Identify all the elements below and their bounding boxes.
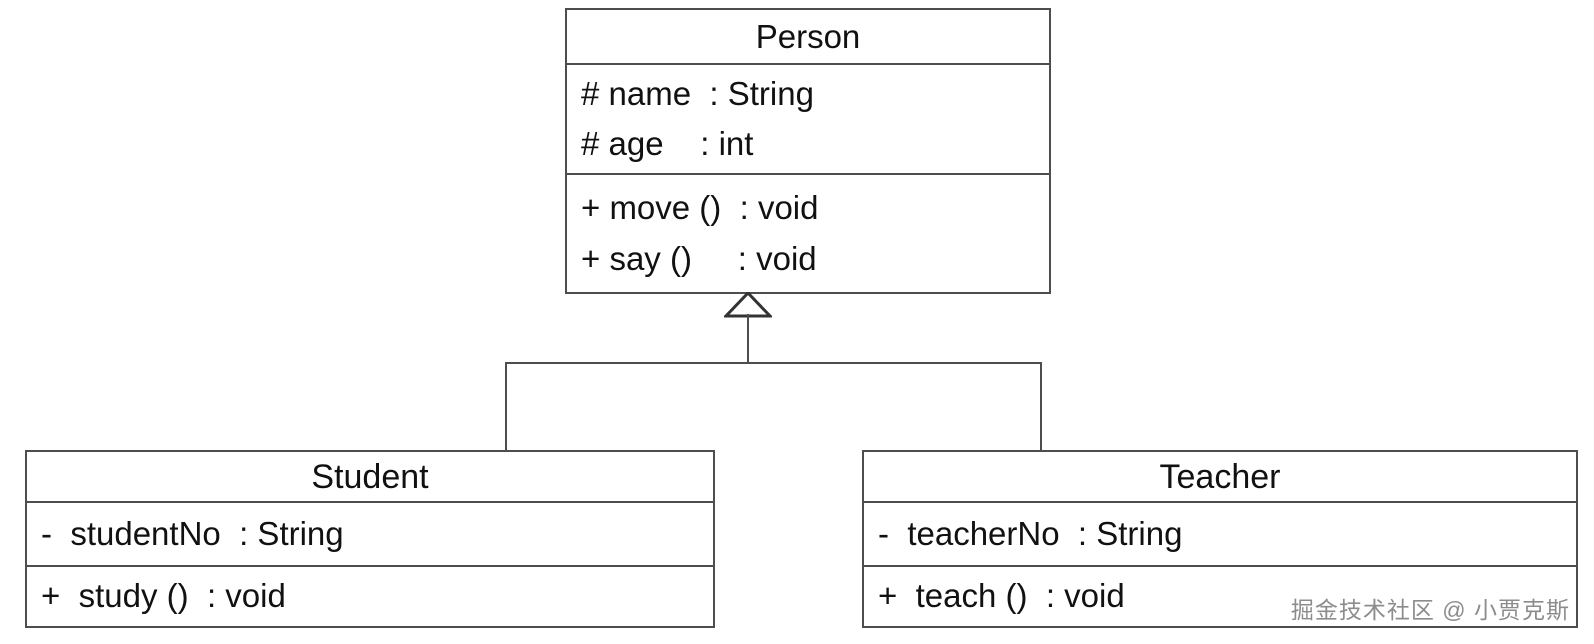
generalization-leg-to-student	[505, 362, 507, 452]
attributes-compartment-person: # name : String # age : int	[567, 65, 1049, 173]
watermark-text: 掘金技术社区 @ 小贾克斯	[1290, 597, 1570, 623]
operations-compartment-teacher: + teach () : void 掘金技术社区 @ 小贾克斯	[864, 565, 1576, 626]
operations-compartment-student: + study () : void	[27, 565, 713, 626]
class-title-student: Student	[27, 452, 713, 503]
attribute-row-name: # name : String	[581, 74, 814, 112]
generalization-crossbar-line	[505, 362, 1042, 364]
operation-row-teach: + teach () : void	[878, 577, 1125, 615]
attributes-compartment-teacher: - teacherNo : String	[864, 503, 1576, 565]
generalization-stem-line	[747, 314, 749, 364]
generalization-leg-to-teacher	[1040, 362, 1042, 452]
operation-row-say: + say () : void	[581, 239, 817, 277]
attributes-compartment-student: - studentNo : String	[27, 503, 713, 565]
attribute-row-teacher-no: - teacherNo : String	[878, 514, 1183, 552]
operation-row-study: + study () : void	[41, 577, 286, 615]
operation-row-move: + move () : void	[581, 189, 819, 227]
class-title-teacher: Teacher	[864, 452, 1576, 503]
uml-class-student[interactable]: Student - studentNo : String + study () …	[25, 450, 715, 628]
operations-compartment-person: + move () : void + say () : void	[567, 173, 1049, 292]
uml-class-person[interactable]: Person # name : String # age : int + mov…	[565, 8, 1051, 294]
attribute-row-age: # age : int	[581, 125, 754, 162]
class-title-person: Person	[567, 10, 1049, 65]
uml-class-teacher[interactable]: Teacher - teacherNo : String + teach () …	[862, 450, 1578, 628]
attribute-row-student-no: - studentNo : String	[41, 514, 344, 552]
